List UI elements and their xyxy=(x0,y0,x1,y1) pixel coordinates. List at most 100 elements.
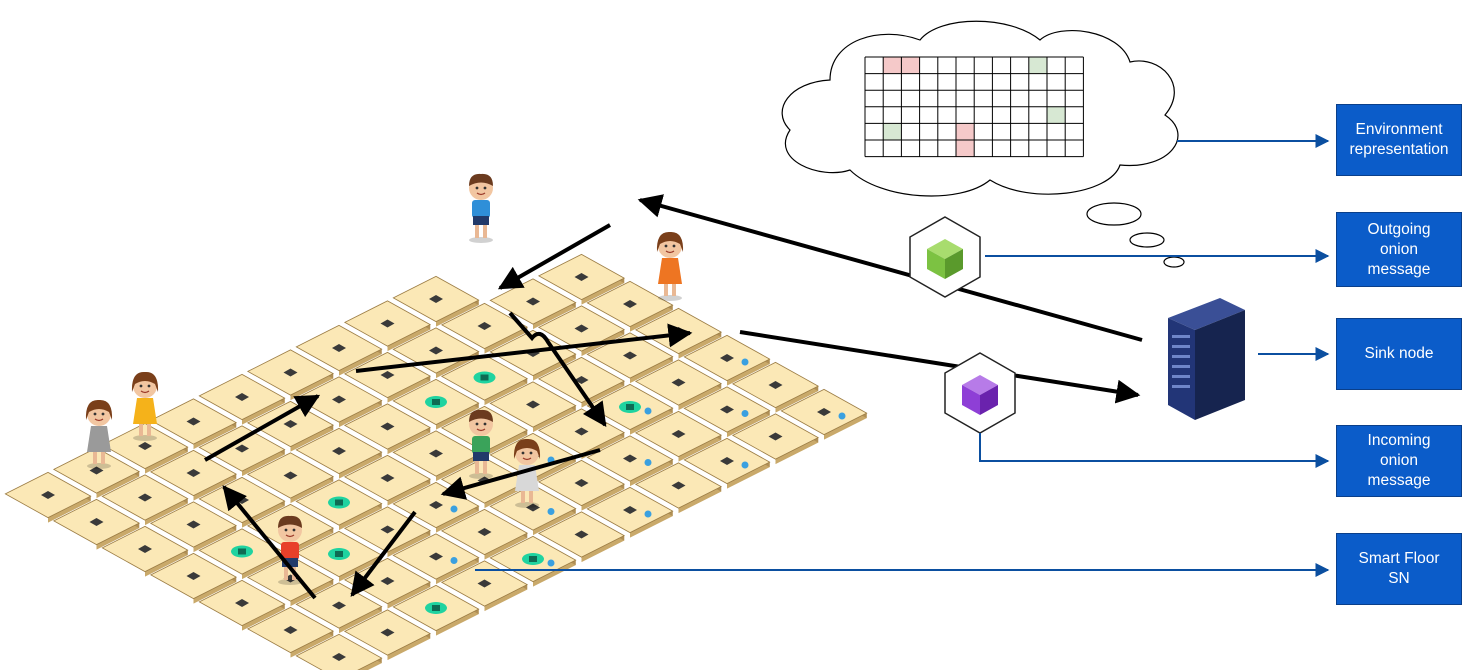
chip-icon xyxy=(526,297,540,306)
environment-representation-label: Environment representation xyxy=(1336,104,1462,176)
chip-icon xyxy=(138,493,152,502)
tile-side xyxy=(145,498,188,526)
tile-side xyxy=(484,533,528,560)
status-dot xyxy=(644,407,652,415)
status-dot xyxy=(741,410,749,417)
tile-side xyxy=(145,447,188,474)
status-dot xyxy=(741,461,749,469)
tile-side xyxy=(387,324,431,352)
chip-icon xyxy=(380,422,395,431)
sink-node-label: Sink node xyxy=(1336,318,1462,390)
tile-side xyxy=(436,454,479,482)
thought-bubble xyxy=(1086,202,1142,226)
chip-icon xyxy=(332,653,346,661)
chip-icon xyxy=(380,628,395,637)
env-cell-red xyxy=(956,123,975,140)
status-dot xyxy=(644,510,652,518)
tile-side xyxy=(242,604,285,631)
chip-icon xyxy=(526,400,540,409)
tile-side xyxy=(581,278,625,305)
chip-icon xyxy=(526,503,540,512)
chip-icon xyxy=(623,454,637,463)
message-paths xyxy=(204,194,1143,600)
chip-icon xyxy=(574,324,589,333)
env-cell-green xyxy=(883,123,902,140)
path-arrow xyxy=(508,311,607,427)
tile-side xyxy=(339,606,382,634)
chip-icon xyxy=(380,525,395,534)
chip-icon xyxy=(186,417,201,426)
chip-icon xyxy=(817,408,831,416)
chip-icon xyxy=(477,322,492,330)
tile-side xyxy=(387,427,431,455)
status-dot xyxy=(450,557,458,564)
tile-side xyxy=(630,408,673,435)
chip-icon xyxy=(429,449,443,458)
tile-side xyxy=(775,437,819,465)
smart-floor-sn-label: Smart Floor SN xyxy=(1336,533,1462,605)
tile-side xyxy=(581,535,625,563)
connectors xyxy=(475,134,1330,577)
chip-icon xyxy=(574,479,589,487)
chip-core xyxy=(480,374,489,381)
chip-core xyxy=(335,499,343,506)
incoming-path-arrow xyxy=(739,330,1141,404)
tile-side xyxy=(290,476,334,504)
purple-cube-icon xyxy=(944,352,1016,434)
chip-core xyxy=(529,556,537,562)
tile-side xyxy=(436,557,479,585)
chip-icon xyxy=(186,469,201,477)
status-dot xyxy=(547,508,555,515)
chip-icon xyxy=(720,405,734,414)
chip-core xyxy=(432,605,440,611)
chip-icon xyxy=(671,430,686,438)
tile-side xyxy=(96,523,140,550)
tile-side xyxy=(242,449,285,477)
tile-side xyxy=(339,555,382,582)
incoming-onion-message-label: Incoming onion message xyxy=(1336,425,1462,497)
chip-icon xyxy=(332,344,346,352)
tile-side xyxy=(630,305,673,332)
tile-side xyxy=(339,503,382,531)
tile-side xyxy=(678,383,722,411)
status-dot xyxy=(838,412,846,420)
tile-side xyxy=(387,479,431,506)
chip-icon xyxy=(332,601,346,610)
tile-side xyxy=(387,633,431,661)
chip-icon xyxy=(477,579,492,588)
tile-side xyxy=(242,398,285,425)
chip-icon xyxy=(89,518,104,526)
chip-icon xyxy=(138,545,152,553)
chip-icon xyxy=(429,295,443,303)
floor-tile xyxy=(295,633,383,670)
chip-core xyxy=(335,551,343,557)
status-dot xyxy=(644,459,652,466)
tile-side xyxy=(824,413,867,440)
tile-side xyxy=(533,354,576,381)
smart-floor-grid xyxy=(4,253,868,670)
chip-icon xyxy=(283,626,298,634)
env-cell-red xyxy=(883,57,902,74)
chip-icon xyxy=(380,577,395,585)
tile-side xyxy=(387,530,431,558)
chip-icon xyxy=(623,506,637,514)
tile-side xyxy=(339,452,382,479)
tile-side xyxy=(436,609,479,636)
tile-side xyxy=(484,430,528,457)
tile-side xyxy=(387,376,431,403)
person-icon xyxy=(656,231,684,301)
env-cell-red xyxy=(956,140,975,157)
path-arrow xyxy=(497,223,611,290)
environment-grid xyxy=(864,56,1084,158)
tile-side xyxy=(193,577,237,604)
chip-icon xyxy=(768,381,783,389)
chip-icon xyxy=(623,300,637,308)
tile-side xyxy=(727,359,770,386)
tile-side xyxy=(339,349,382,376)
person-icon xyxy=(469,173,493,243)
tile-side xyxy=(193,474,237,501)
chip-icon xyxy=(429,552,443,561)
chip-icon xyxy=(186,520,201,529)
tile-side xyxy=(339,400,382,428)
tile-side xyxy=(678,332,722,359)
